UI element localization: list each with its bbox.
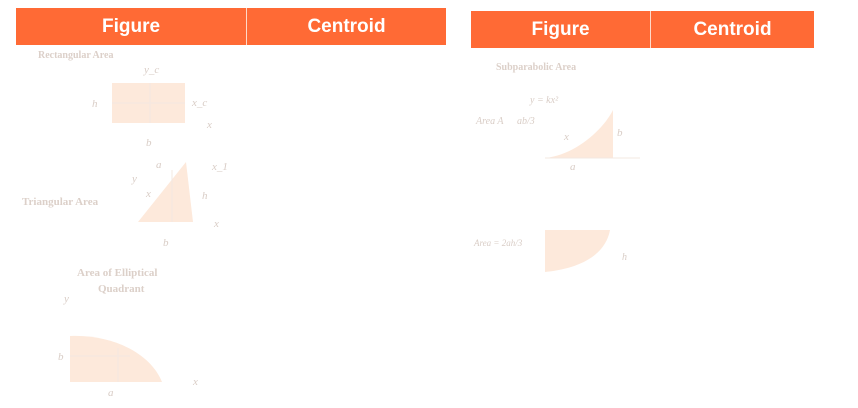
parabolic-figure: Area = 2ah/3 h [473, 230, 627, 272]
semiparabolic-label-x: x [563, 131, 569, 143]
ellipse-quadrant-figure: Area of Elliptical Quadrant y b x a [58, 267, 198, 399]
ellipse-label-x: x [192, 376, 198, 388]
triangle-label-y: y [131, 173, 137, 185]
parabolic-shape [545, 230, 610, 272]
parabolic-label-h: h [622, 252, 627, 263]
rectangle-title: Rectangular Area [38, 50, 113, 61]
ellipse-title-line1: Area of Elliptical [77, 267, 157, 279]
ellipse-title-line2: Quadrant [98, 283, 145, 295]
triangle-title: Triangular Area [22, 196, 99, 208]
ellipse-quadrant-shape [70, 335, 162, 382]
semiparabolic-label-a: a [570, 161, 576, 173]
semiparabolic-shape [545, 110, 613, 158]
triangle-shape [138, 162, 193, 222]
right-table-header: Figure Centroid [471, 11, 814, 48]
ellipse-label-a: a [108, 387, 114, 399]
triangle-figure: Triangular Area a x_1 y x h x b [22, 159, 228, 249]
centroid-column-header: Centroid [246, 8, 446, 45]
triangle-label-h: h [202, 190, 208, 202]
semiparabolic-title: Subparabolic Area [496, 62, 576, 73]
figure-column-header: Figure [16, 8, 246, 45]
rectangle-figure: Rectangular Area y_c h x_c x b [38, 50, 212, 149]
figure-column-header: Figure [471, 11, 650, 48]
semiparabolic-figure: Subparabolic Area y = kx² Area A ab/3 x … [475, 62, 640, 173]
semiparabolic-label-b: b [617, 127, 623, 139]
rectangle-label-x: x [206, 119, 212, 131]
rectangle-label-b: b [146, 137, 152, 149]
centroid-column-header: Centroid [650, 11, 814, 48]
rectangle-label-h: h [92, 98, 98, 110]
semiparabolic-equation: y = kx² [529, 95, 559, 106]
semiparabolic-area-fraction: ab/3 [517, 116, 535, 127]
rectangle-label-yc: y_c [143, 64, 159, 76]
parabolic-area-label: Area = 2ah/3 [473, 238, 523, 248]
triangle-label-a: a [156, 159, 162, 171]
ellipse-label-b: b [58, 351, 64, 363]
semiparabolic-area-label: Area A [475, 116, 504, 127]
triangle-label-x1: x_1 [211, 161, 228, 173]
triangle-label-x: x [213, 218, 219, 230]
triangle-label-b: b [163, 237, 169, 249]
triangle-label-xbar: x [145, 188, 151, 200]
left-table-header: Figure Centroid [16, 8, 446, 45]
rectangle-label-xc: x_c [191, 97, 207, 109]
ellipse-label-y: y [63, 293, 69, 305]
